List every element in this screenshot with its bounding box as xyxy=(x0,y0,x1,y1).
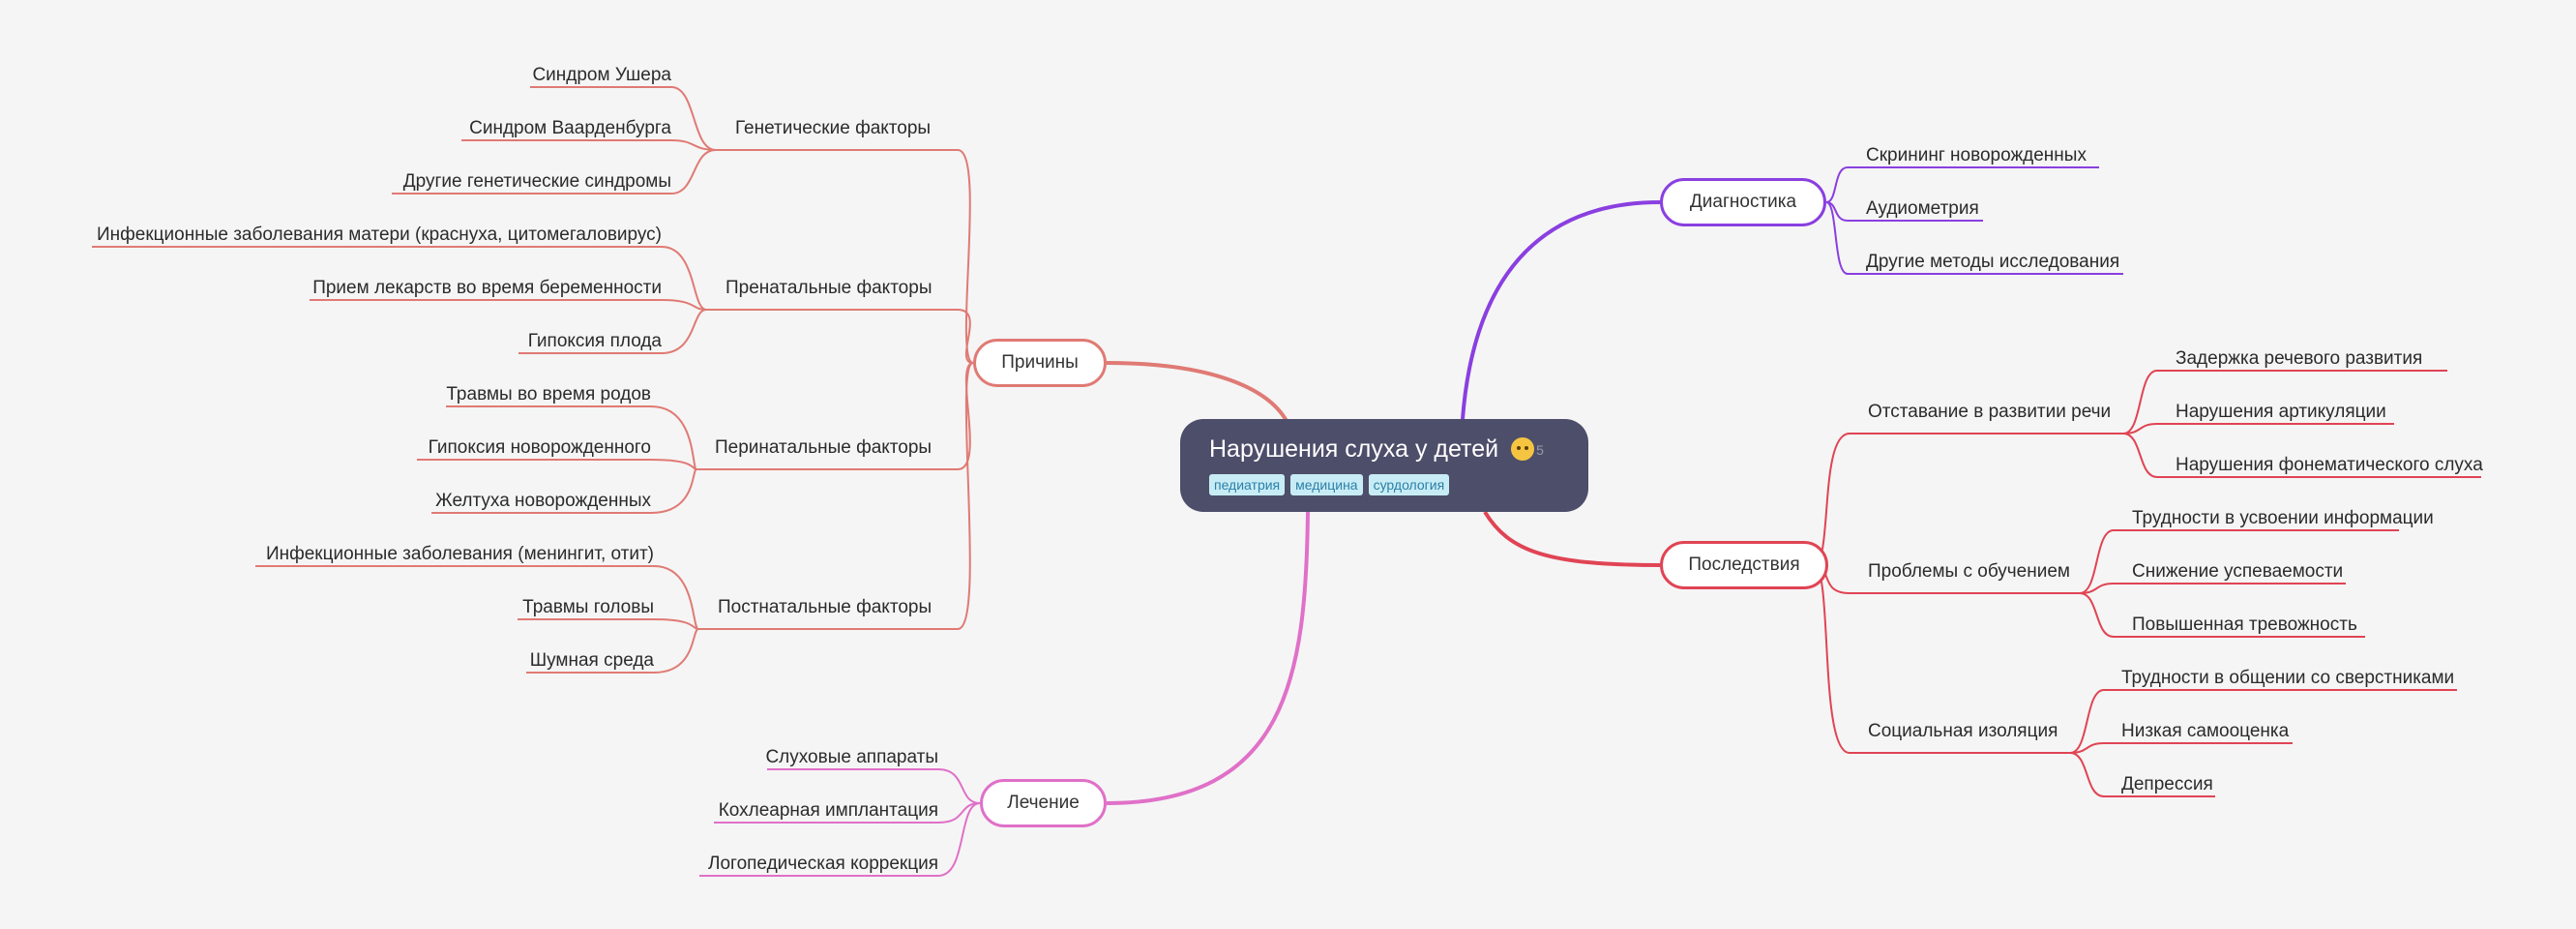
connector-line xyxy=(661,246,707,311)
subtopic-genetic[interactable]: Генетические факторы xyxy=(735,118,932,138)
connector-line xyxy=(670,149,717,195)
connector-line xyxy=(1483,510,1661,567)
leaf-item[interactable]: Депрессия xyxy=(2121,774,2213,794)
leaf-item[interactable]: Повышенная тревожность xyxy=(2132,614,2357,635)
connector-line xyxy=(670,139,717,151)
branch-causes[interactable]: Причины xyxy=(973,339,1107,387)
subtopic-speech-delay[interactable]: Отставание в развитии речи xyxy=(1868,402,2112,422)
central-topic[interactable]: Нарушения слуха у детей 5 педиатрия меди… xyxy=(1180,419,1588,512)
leaf-item[interactable]: Нарушения артикуляции xyxy=(2176,402,2386,422)
baby-face-icon: 5 xyxy=(1511,434,1544,466)
leaf-item[interactable]: Аудиометрия xyxy=(1866,198,1979,219)
leaf-item[interactable]: Другие генетические синдромы xyxy=(402,171,671,192)
connector-line xyxy=(1461,200,1661,420)
connector-line xyxy=(2079,583,2115,594)
leaf-item[interactable]: Нарушения фонематического слуха xyxy=(2176,455,2483,475)
subtopic-learning[interactable]: Проблемы с обучением xyxy=(1868,561,2070,582)
leaf-item[interactable]: Логопедическая коррекция xyxy=(708,854,938,874)
connector-line xyxy=(661,309,707,354)
leaf-item[interactable]: Шумная среда xyxy=(529,650,654,671)
connector-line xyxy=(653,565,699,630)
connector-line xyxy=(650,405,697,470)
connector-line xyxy=(653,628,699,674)
connector-line xyxy=(1106,511,1310,805)
connector-line xyxy=(957,362,974,470)
tag-list: педиатрия медицина сурдология xyxy=(1209,474,1559,495)
connector-line xyxy=(670,86,717,151)
subtopic-prenatal[interactable]: Пренатальные факторы xyxy=(725,278,933,298)
leaf-item[interactable]: Низкая самооценка xyxy=(2121,721,2290,741)
tag[interactable]: сурдология xyxy=(1368,474,1450,495)
leaf-item[interactable]: Снижение успеваемости xyxy=(2132,561,2344,582)
connector-line xyxy=(937,802,981,877)
connector-line xyxy=(650,468,697,514)
leaf-item[interactable]: Скрининг новорожденных xyxy=(1866,145,2087,165)
connector-line xyxy=(2122,423,2158,435)
leaf-item[interactable]: Инфекционные заболевания матери (краснух… xyxy=(97,225,662,245)
connector-line xyxy=(2122,433,2158,478)
leaf-item[interactable]: Желтуха новорожденных xyxy=(435,491,651,511)
branch-diagnostics[interactable]: Диагностика xyxy=(1660,178,1826,226)
central-title: Нарушения слуха у детей xyxy=(1209,435,1499,463)
connector-line xyxy=(2079,592,2115,638)
subtopic-perinatal[interactable]: Перинатальные факторы xyxy=(715,437,933,458)
leaf-item[interactable]: Трудности в усвоении информации xyxy=(2132,508,2434,528)
connector-line xyxy=(1825,166,1849,203)
leaf-item[interactable]: Задержка речевого развития xyxy=(2176,348,2423,369)
tag[interactable]: медицина xyxy=(1290,474,1363,495)
branch-treatment[interactable]: Лечение xyxy=(980,779,1107,827)
connector-line xyxy=(2069,742,2105,754)
connector-line xyxy=(2069,752,2105,797)
connector-line xyxy=(2079,529,2115,594)
leaf-item[interactable]: Гипоксия новорожденного xyxy=(428,437,651,458)
connector-line xyxy=(957,149,974,364)
leaf-item[interactable]: Синдром Ушера xyxy=(532,65,671,85)
leaf-item[interactable]: Другие методы исследования xyxy=(1866,252,2120,272)
connector-line xyxy=(937,768,981,804)
leaf-item[interactable]: Инфекционные заболевания (менингит, отит… xyxy=(265,544,654,564)
branch-consequences[interactable]: Последствия xyxy=(1660,541,1828,589)
connector-line xyxy=(957,362,974,630)
connector-line xyxy=(650,459,697,470)
connector-line xyxy=(2069,689,2105,754)
leaf-item[interactable]: Травмы во время родов xyxy=(446,384,651,405)
leaf-item[interactable]: Синдром Ваарденбурга xyxy=(469,118,671,138)
leaf-item[interactable]: Трудности в общении со сверстниками xyxy=(2121,668,2455,688)
subtopic-social-isolation[interactable]: Социальная изоляция xyxy=(1868,721,2058,741)
subtopic-postnatal[interactable]: Постнатальные факторы xyxy=(718,597,933,617)
connector-line xyxy=(2122,370,2158,435)
tag[interactable]: педиатрия xyxy=(1209,474,1286,495)
connector-line xyxy=(653,618,699,630)
leaf-item[interactable]: Прием лекарств во время беременности xyxy=(312,278,662,298)
leaf-item[interactable]: Кохлеарная имплантация xyxy=(718,800,938,821)
connector-line xyxy=(1825,201,1849,275)
leaf-item[interactable]: Слуховые аппараты xyxy=(765,747,938,767)
leaf-item[interactable]: Травмы головы xyxy=(522,597,654,617)
leaf-item[interactable]: Гипоксия плода xyxy=(527,331,662,351)
connector-line xyxy=(957,309,974,364)
connector-line xyxy=(1106,361,1288,422)
